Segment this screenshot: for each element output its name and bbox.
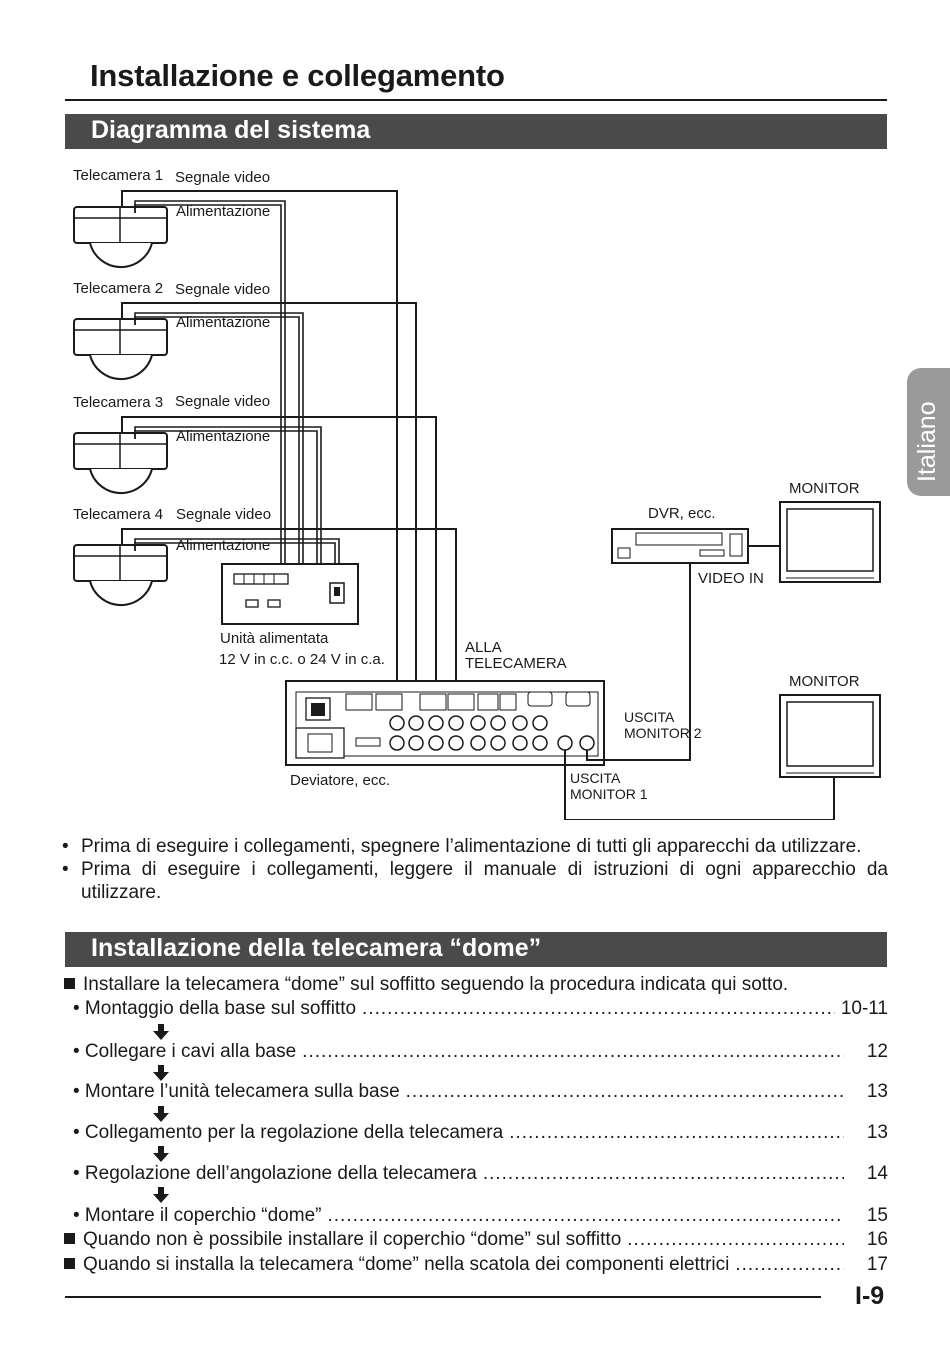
square-bullet-icon xyxy=(64,1233,75,1244)
camera-2-video-label: Segnale video xyxy=(175,281,270,298)
output-cables xyxy=(564,545,835,820)
section-title-install: Installazione della telecamera “dome” xyxy=(91,934,542,962)
toc-step: • Montare l’unità telecamera sulla base1… xyxy=(73,1081,888,1105)
page-number: I-9 xyxy=(855,1282,885,1310)
switcher-device xyxy=(285,680,605,766)
arrow-down-icon xyxy=(153,1146,169,1162)
toc-page: 13 xyxy=(866,1081,888,1102)
toc-page: 16 xyxy=(866,1229,888,1250)
footer-rule xyxy=(65,1296,821,1298)
page-title: Installazione e collegamento xyxy=(90,58,505,93)
monitor-bottom-icon xyxy=(779,694,881,778)
section-title-diagram: Diagramma del sistema xyxy=(91,116,371,144)
camera-4-video-label: Segnale video xyxy=(176,506,271,523)
camera-1-video-label: Segnale video xyxy=(175,169,270,186)
arrow-down-icon xyxy=(153,1106,169,1122)
notes-list: • Prima di eseguire i collegamenti, speg… xyxy=(62,835,888,904)
toc-step: • Montaggio della base sul soffitto10-11 xyxy=(73,998,888,1022)
system-diagram: Telecamera 1 Segnale video Alimentazione… xyxy=(73,167,881,820)
camera-3-icon xyxy=(73,432,168,495)
toc-step: • Collegamento per la regolazione della … xyxy=(73,1122,888,1146)
camera-3-label: Telecamera 3 xyxy=(73,394,163,411)
note-item: • Prima di eseguire i collegamenti, speg… xyxy=(62,836,862,857)
toc-step: • Montare il coperchio “dome”15 xyxy=(73,1205,888,1229)
power-unit xyxy=(221,563,359,625)
camera-3-video-label: Segnale video xyxy=(175,393,270,410)
bullet-icon: • xyxy=(62,836,69,857)
bullet-icon: • xyxy=(62,859,69,880)
video-cables xyxy=(121,190,457,720)
monitor-top-label: MONITOR xyxy=(789,480,860,497)
power-spec-label: 12 V in c.c. o 24 V in c.a. xyxy=(219,651,385,668)
camera-2-power-label: Alimentazione xyxy=(176,314,270,331)
title-rule xyxy=(65,99,887,101)
monitor-bottom-label: MONITOR xyxy=(789,673,860,690)
camera-1-power-label: Alimentazione xyxy=(176,203,270,220)
toc-page: 10-11 xyxy=(840,998,888,1019)
camera-4-power-label: Alimentazione xyxy=(176,537,270,554)
video-in-label: VIDEO IN xyxy=(698,570,764,587)
power-cables xyxy=(134,200,340,567)
section-header-diagram: Diagramma del sistema xyxy=(65,114,887,149)
toc-extra: Quando si installa la telecamera “dome” … xyxy=(64,1254,888,1278)
out1-label-1: USCITA xyxy=(570,770,621,786)
out2-label-1: USCITA xyxy=(624,709,675,725)
toc-page: 12 xyxy=(866,1041,888,1062)
section-header-install: Installazione della telecamera “dome” xyxy=(65,932,887,967)
camera-2-icon xyxy=(73,318,168,381)
arrow-down-icon xyxy=(153,1065,169,1081)
out1-label-2: MONITOR 1 xyxy=(570,786,648,802)
toc-step: • Collegare i cavi alla base12 xyxy=(73,1041,888,1065)
square-bullet-icon xyxy=(64,978,75,989)
camera-2-label: Telecamera 2 xyxy=(73,280,163,297)
monitor-top-icon xyxy=(779,501,881,583)
language-tab[interactable]: Italiano xyxy=(907,368,950,496)
toc-page: 15 xyxy=(866,1205,888,1226)
power-unit-label: Unità alimentata xyxy=(220,630,329,647)
to-camera-label-2: TELECAMERA xyxy=(465,655,567,672)
camera-1-icon xyxy=(73,206,168,269)
toc-page: 13 xyxy=(866,1122,888,1143)
dvr-label: DVR, ecc. xyxy=(648,505,716,522)
out2-label-2: MONITOR 2 xyxy=(624,725,702,741)
dvr-device xyxy=(611,528,749,564)
camera-1-label: Telecamera 1 xyxy=(73,167,163,184)
camera-4-label: Telecamera 4 xyxy=(73,506,163,523)
arrow-down-icon xyxy=(153,1024,169,1040)
toc-step: • Regolazione dell’angolazione della tel… xyxy=(73,1163,888,1187)
note-item: • Prima di eseguire i collegamenti, legg… xyxy=(62,859,888,903)
procedure-intro: Installare la telecamera “dome” sul soff… xyxy=(64,974,788,996)
toc-extra: Quando non è possibile installare il cop… xyxy=(64,1229,888,1253)
toc-page: 14 xyxy=(866,1163,888,1184)
to-camera-label-1: ALLA xyxy=(465,639,502,656)
camera-4-icon xyxy=(73,544,168,607)
square-bullet-icon xyxy=(64,1258,75,1269)
arrow-down-icon xyxy=(153,1187,169,1203)
toc-page: 17 xyxy=(866,1254,888,1275)
camera-3-power-label: Alimentazione xyxy=(176,428,270,445)
switcher-label: Deviatore, ecc. xyxy=(290,772,390,789)
